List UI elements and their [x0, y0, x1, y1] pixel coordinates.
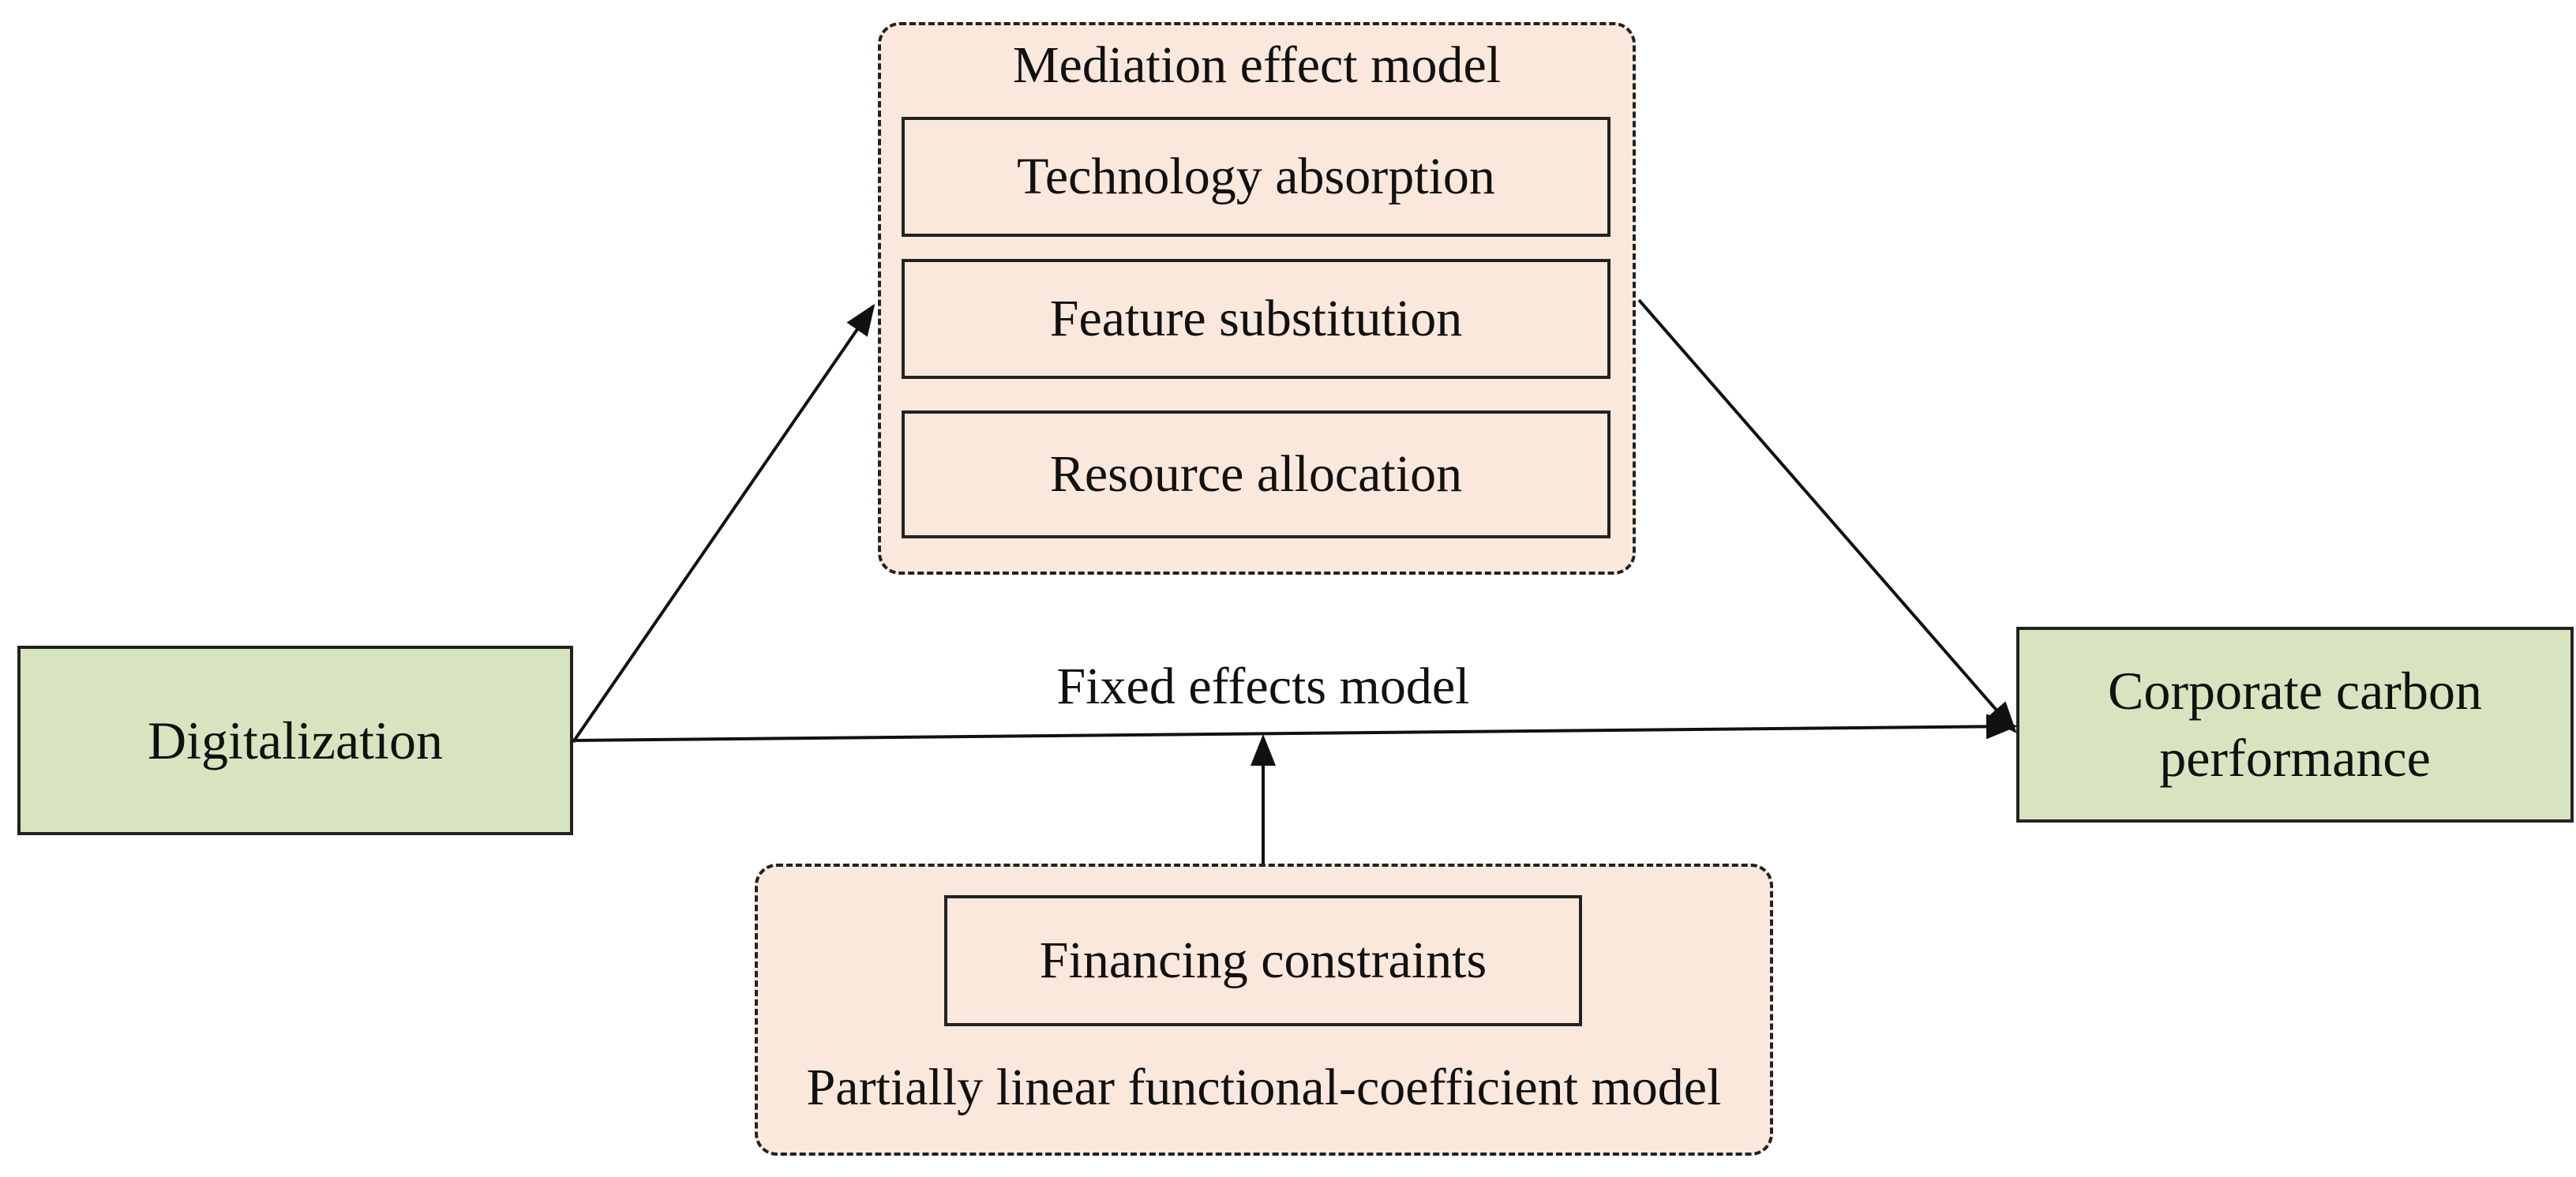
financing-constraints-node: Financing constraints [944, 895, 1582, 1026]
feature-substitution-node: Feature substitution [902, 259, 1610, 379]
digitalization-node: Digitalization [17, 646, 573, 835]
plfc-model-title: Partially linear functional-coefficient … [806, 1059, 1722, 1116]
technology-absorption-node: Technology absorption [902, 117, 1610, 237]
carbon-label-line1: Corporate carbon [2108, 661, 2482, 721]
arrow-mediation-to-carbon [1637, 298, 2017, 734]
fixed-effects-label: Fixed effects model [1056, 658, 1470, 715]
arrow-digitalization-to-mediation [572, 303, 876, 744]
carbon-label-line2: performance [2159, 728, 2431, 788]
corporate-carbon-performance-node: Corporate carbon performance [2016, 627, 2574, 823]
mediation-effect-title: Mediation effect model [1012, 36, 1502, 94]
resource-allocation-node: Resource allocation [902, 410, 1610, 538]
arrow-fixed-effects [572, 714, 2018, 742]
